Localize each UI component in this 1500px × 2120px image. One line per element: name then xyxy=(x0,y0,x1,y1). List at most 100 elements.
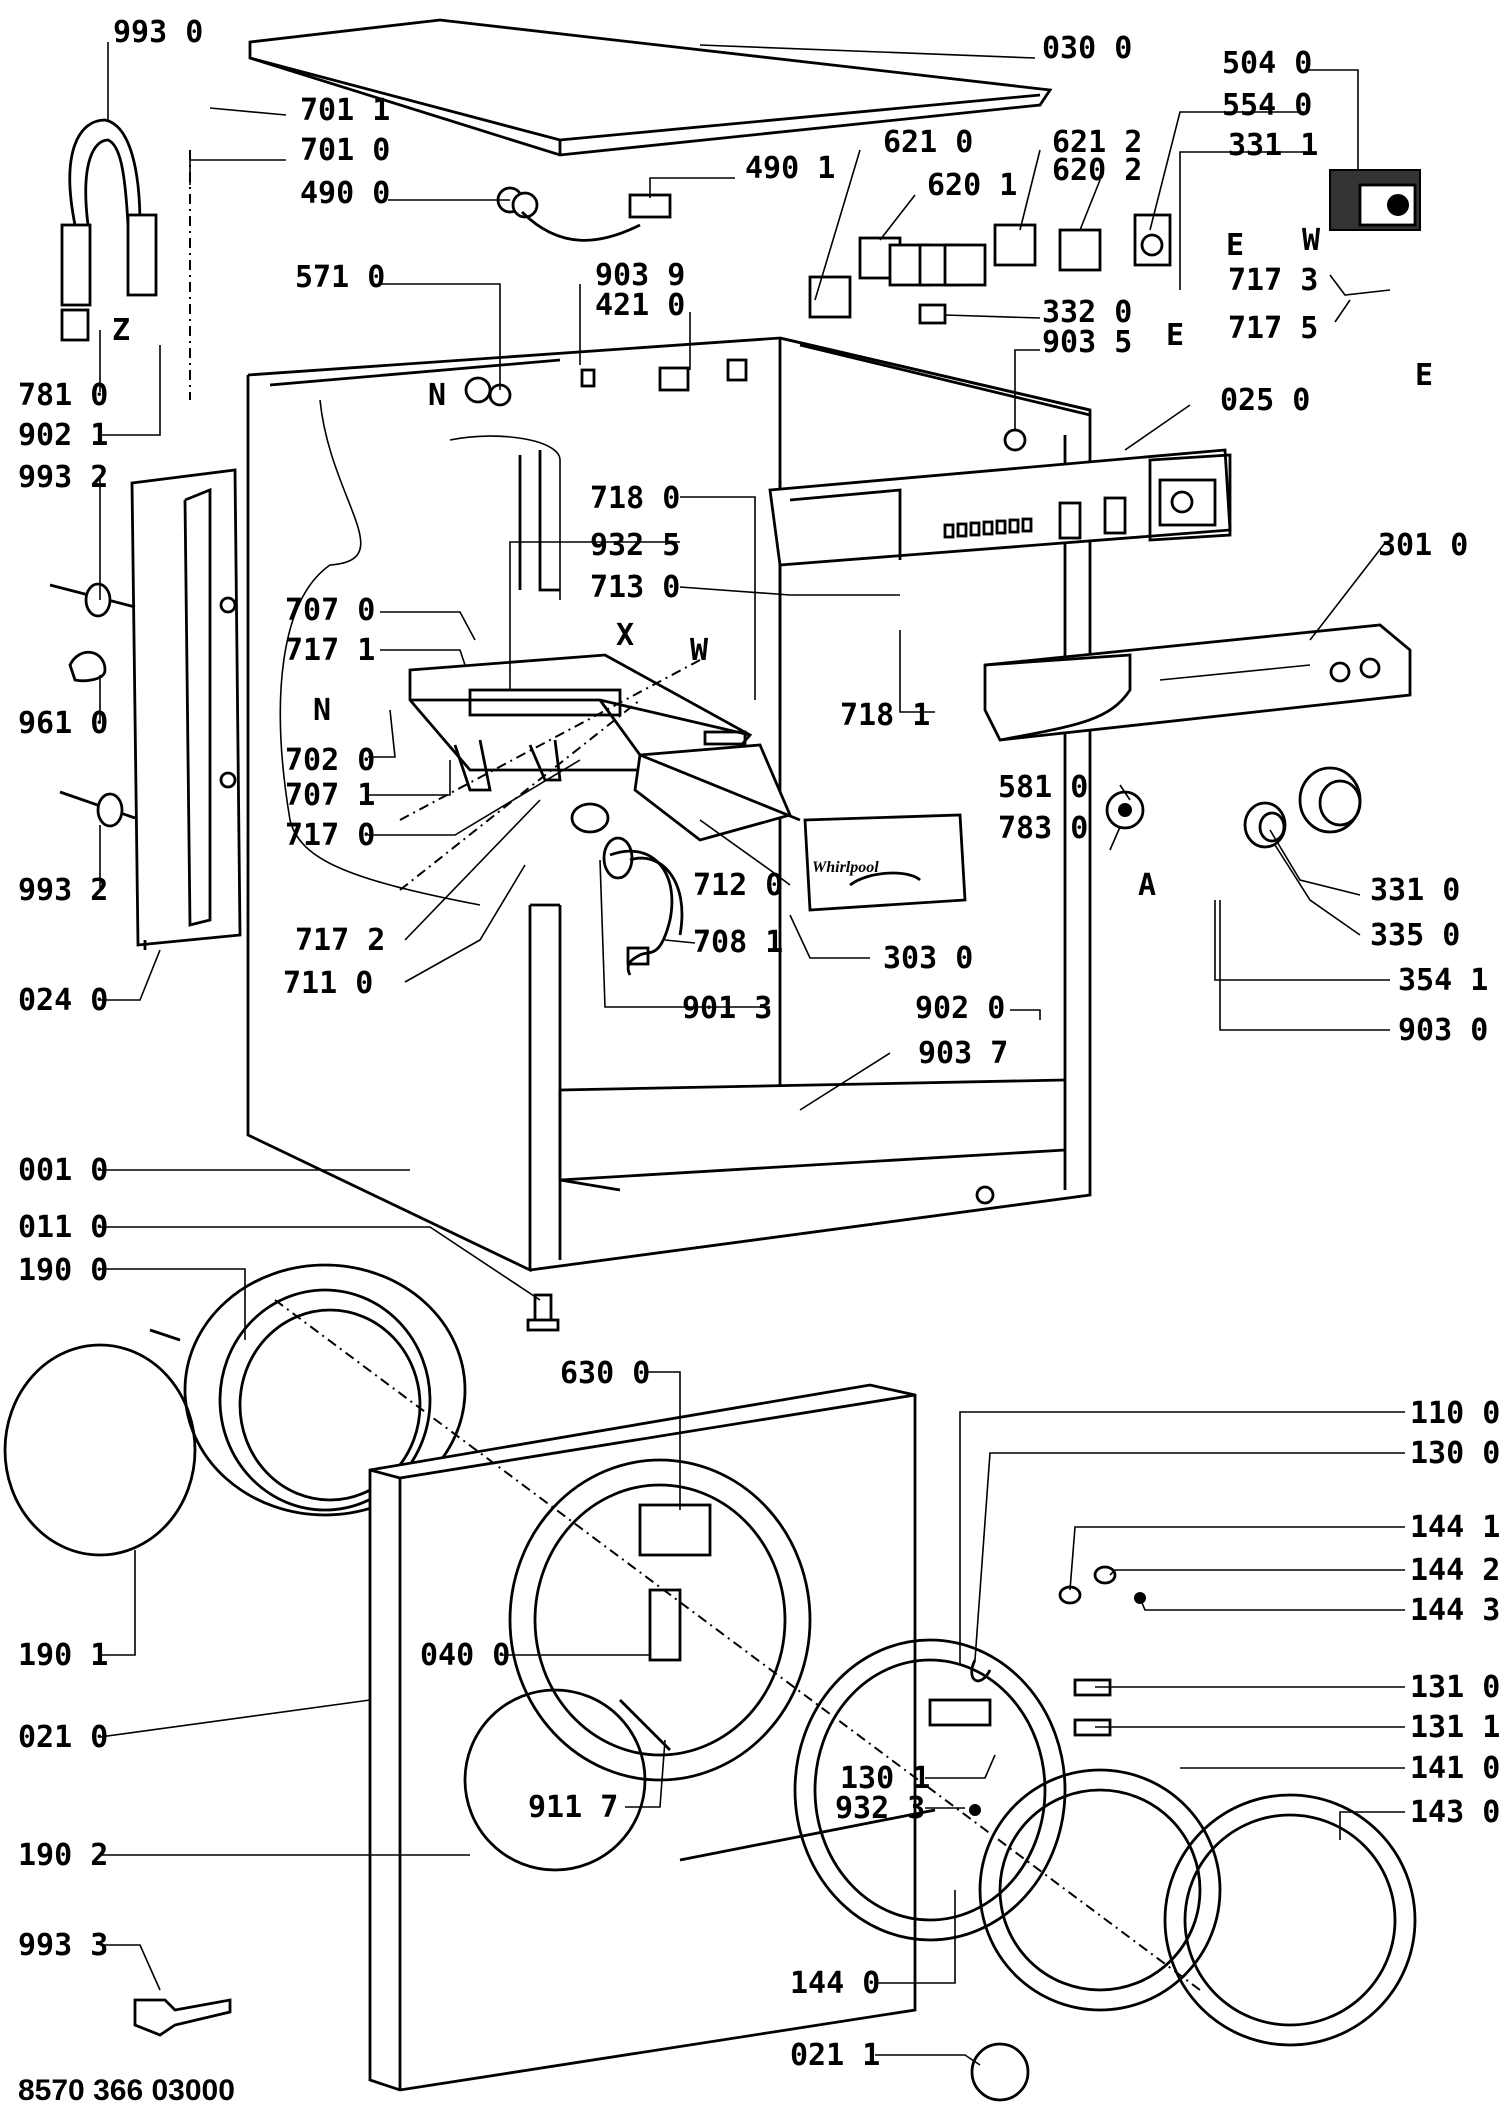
part-label: 781 0 xyxy=(18,378,108,413)
part-label: 144 2 xyxy=(1410,1553,1500,1588)
part-label: 011 0 xyxy=(18,1210,108,1245)
part-label: 024 0 xyxy=(18,983,108,1018)
part-label: 783 0 xyxy=(998,811,1088,846)
part-label: 902 0 xyxy=(915,991,1005,1026)
part-label: 717 0 xyxy=(285,818,375,853)
part-label: 303 0 xyxy=(883,941,973,976)
hose-clamp xyxy=(60,118,158,342)
letter-marker: Z xyxy=(112,313,130,348)
part-label: 932 3 xyxy=(835,1791,925,1826)
panel-leds xyxy=(943,517,1033,539)
part-label: 620 1 xyxy=(927,168,1017,203)
letter-marker: N xyxy=(428,378,446,413)
part-label: 040 0 xyxy=(420,1638,510,1673)
part-label: 717 5 xyxy=(1228,311,1318,346)
wrench-tool xyxy=(133,1998,232,2037)
part-label: 110 0 xyxy=(1410,1396,1500,1431)
part-label: 030 0 xyxy=(1042,31,1132,66)
part-label: 903 0 xyxy=(1398,1013,1488,1048)
part-label: 021 1 xyxy=(790,2038,880,2073)
part-label: 993 3 xyxy=(18,1928,108,1963)
part-label: 144 0 xyxy=(790,1966,880,2001)
pressure-switch xyxy=(1105,790,1145,830)
part-label: 190 1 xyxy=(18,1638,108,1673)
part-label: 001 0 xyxy=(18,1153,108,1188)
part-label: 993 2 xyxy=(18,460,108,495)
part-label: 902 1 xyxy=(18,418,108,453)
hose xyxy=(602,836,684,976)
part-label: 131 0 xyxy=(1410,1670,1500,1705)
part-label: 021 0 xyxy=(18,1720,108,1755)
letter-marker: W xyxy=(690,633,709,668)
leader-lines xyxy=(99,42,1405,2066)
part-label: 717 2 xyxy=(295,923,385,958)
door-assembly xyxy=(679,1565,1417,2102)
part-label: 130 1 xyxy=(840,1761,930,1796)
part-label: 993 2 xyxy=(18,873,108,908)
part-label: 335 0 xyxy=(1370,918,1460,953)
part-label: 903 9 xyxy=(595,258,685,293)
part-label: 143 0 xyxy=(1410,1795,1500,1830)
inlet-valve xyxy=(464,186,1027,452)
part-label: 130 0 xyxy=(1410,1436,1500,1471)
top-cover xyxy=(248,18,1053,157)
part-label: 630 0 xyxy=(560,1356,650,1391)
part-label: 421 0 xyxy=(595,288,685,323)
part-label: 708 1 xyxy=(693,925,783,960)
part-label: 141 0 xyxy=(1410,1751,1500,1786)
part-label: 717 1 xyxy=(285,633,375,668)
part-label: 911 7 xyxy=(528,1790,618,1825)
part-label: 701 1 xyxy=(300,93,390,128)
part-label: 331 1 xyxy=(1228,128,1318,163)
part-label: 712 0 xyxy=(693,868,783,903)
part-label: 620 2 xyxy=(1052,153,1142,188)
part-label: 621 2 xyxy=(1052,125,1142,160)
letter-marker: A xyxy=(1138,868,1156,903)
brand-logo-text: Whirlpool xyxy=(812,859,879,876)
part-label: 131 1 xyxy=(1410,1710,1500,1745)
letter-marker: E xyxy=(1166,318,1184,353)
part-label: 490 0 xyxy=(300,176,390,211)
part-label: 718 0 xyxy=(590,481,680,516)
part-label: 707 1 xyxy=(285,778,375,813)
part-label: 717 3 xyxy=(1228,263,1318,298)
foot xyxy=(526,1293,560,1332)
letter-marker: X xyxy=(616,618,634,653)
part-label: 332 0 xyxy=(1042,295,1132,330)
part-label: 144 1 xyxy=(1410,1510,1500,1545)
transit-bolts xyxy=(49,582,136,828)
part-label: 571 0 xyxy=(295,260,385,295)
part-labels: 993 0 701 1 701 0 490 0 490 1 030 0 504 … xyxy=(18,15,1500,2073)
control-panel xyxy=(768,448,1232,567)
letter-markers: Z N E W E E X W N A xyxy=(112,223,1433,903)
letter-marker: E xyxy=(1415,358,1433,393)
part-label: 621 0 xyxy=(883,125,973,160)
part-drawings xyxy=(3,18,1421,2102)
part-label: 554 0 xyxy=(1222,88,1312,123)
knobs xyxy=(1243,766,1362,849)
front-bezel xyxy=(983,623,1412,742)
part-label: 702 0 xyxy=(285,743,375,778)
part-label: 993 0 xyxy=(113,15,203,50)
part-label: 932 5 xyxy=(590,528,680,563)
part-label: 301 0 xyxy=(1378,528,1468,563)
part-label: 144 3 xyxy=(1410,1593,1500,1628)
part-label: 701 0 xyxy=(300,133,390,168)
part-label: 490 1 xyxy=(745,151,835,186)
part-label: 331 0 xyxy=(1370,873,1460,908)
part-label: 718 1 xyxy=(840,698,930,733)
side-panel xyxy=(130,468,242,950)
part-label: 190 2 xyxy=(18,1838,108,1873)
door-gasket xyxy=(3,1263,467,1557)
part-label: 354 1 xyxy=(1398,963,1488,998)
part-label: 711 0 xyxy=(283,966,373,1001)
program-timer xyxy=(1329,169,1421,231)
letter-marker: N xyxy=(313,693,331,728)
part-label: 901 3 xyxy=(682,991,772,1026)
part-label: 025 0 xyxy=(1220,383,1310,418)
part-label: 903 5 xyxy=(1042,325,1132,360)
front-panel xyxy=(368,1383,917,2092)
part-label: 713 0 xyxy=(590,570,680,605)
guide-lines xyxy=(189,150,1201,1991)
